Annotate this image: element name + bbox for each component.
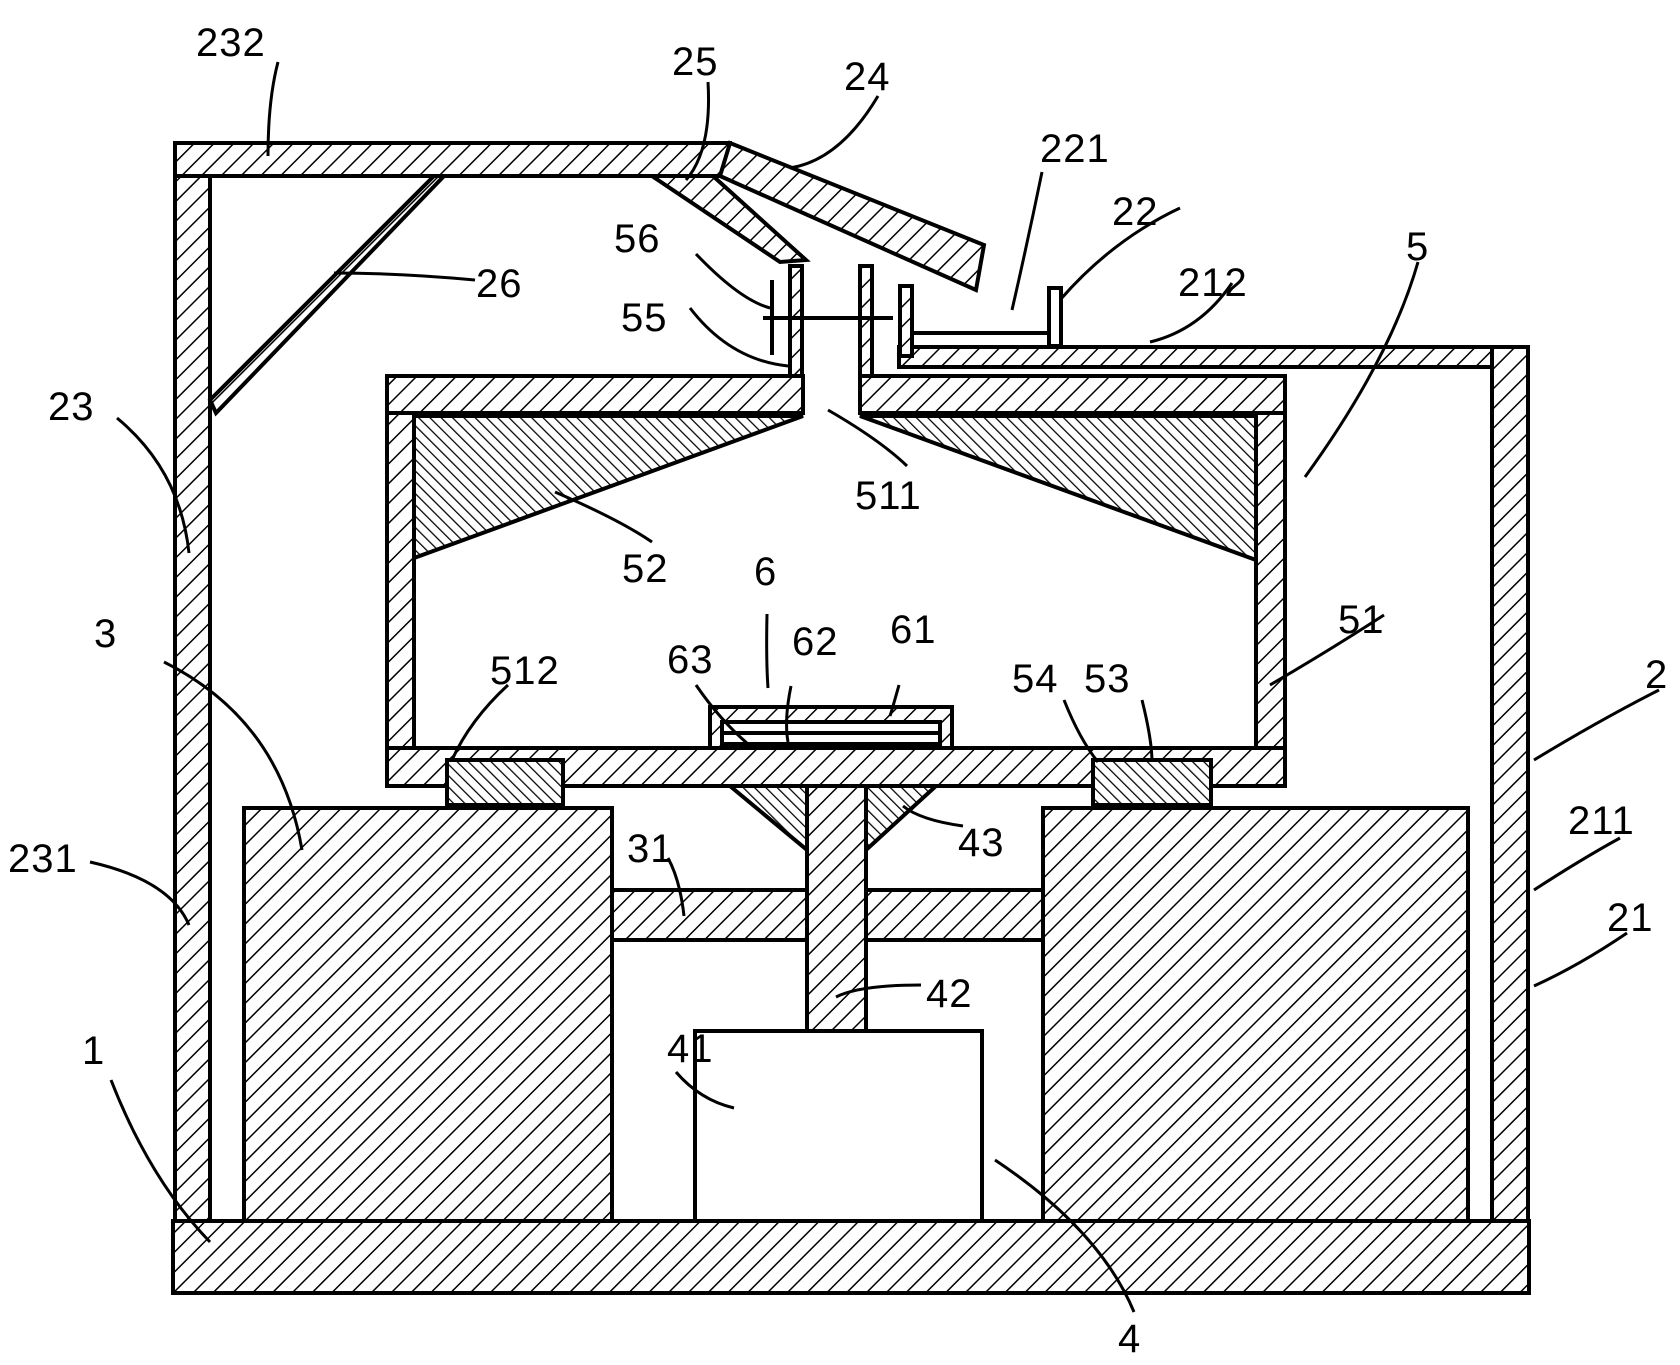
label-221: 221 [1040, 127, 1110, 171]
label-511: 511 [855, 474, 922, 518]
label-51: 51 [1338, 598, 1385, 642]
label-54: 54 [1012, 657, 1059, 701]
label-61: 61 [890, 608, 937, 652]
label-43: 43 [958, 821, 1005, 865]
label-42: 42 [926, 972, 973, 1016]
reference-numerals: 232 25 24 221 22 212 5 56 26 55 23 511 5… [8, 21, 1668, 1361]
label-2: 2 [1645, 653, 1668, 697]
label-211: 211 [1568, 799, 1635, 843]
label-212: 212 [1178, 261, 1248, 305]
label-22: 22 [1112, 190, 1159, 234]
label-41: 41 [667, 1027, 714, 1071]
drive-motor [693, 1029, 984, 1223]
inner-deflector [645, 174, 811, 265]
left-side-wall [173, 141, 212, 1223]
label-21: 21 [1607, 896, 1654, 940]
feed-tube-lip [898, 284, 914, 358]
chamber-wall-left [385, 411, 416, 750]
label-31: 31 [627, 827, 674, 871]
label-24: 24 [844, 55, 891, 99]
label-23: 23 [48, 385, 95, 429]
label-6: 6 [754, 550, 777, 594]
chamber-lid-left [385, 374, 805, 415]
label-3: 3 [94, 612, 117, 656]
label-5: 5 [1406, 225, 1429, 269]
label-25: 25 [672, 40, 719, 84]
right-side-wall [1490, 345, 1530, 1223]
support-block-right [1041, 806, 1470, 1223]
label-53: 53 [1084, 657, 1131, 701]
label-56: 56 [614, 217, 661, 261]
label-1: 1 [82, 1029, 105, 1073]
inclined-cover-plate [717, 140, 987, 293]
top-cover-wall [173, 141, 732, 178]
feed-tube-left [788, 264, 804, 378]
roller-right [1091, 758, 1213, 807]
outlet-tray [898, 288, 1061, 347]
crossbar-left [610, 888, 809, 942]
outlet-lip [1047, 286, 1063, 348]
label-52: 52 [622, 547, 669, 591]
feed-tube-right [858, 264, 874, 378]
leader-lines [89, 61, 1660, 1313]
label-231: 231 [8, 837, 78, 881]
chamber-lid-right [858, 374, 1287, 415]
spreading-cone-left [412, 414, 804, 561]
label-62: 62 [792, 620, 839, 664]
label-232: 232 [196, 21, 266, 65]
label-63: 63 [667, 638, 714, 682]
right-housing-top [897, 345, 1530, 369]
roller-left [445, 758, 565, 807]
label-512: 512 [490, 649, 560, 693]
drive-shaft [805, 784, 868, 1033]
label-55: 55 [621, 296, 668, 340]
crossbar-right [864, 888, 1045, 942]
label-26: 26 [476, 262, 523, 306]
chamber-wall-right [1254, 411, 1287, 750]
support-block-left [242, 806, 614, 1223]
spreading-cone-right [859, 414, 1258, 563]
label-4: 4 [1118, 1317, 1141, 1361]
base-plate [171, 1219, 1531, 1295]
diagonal-brace [207, 174, 449, 417]
